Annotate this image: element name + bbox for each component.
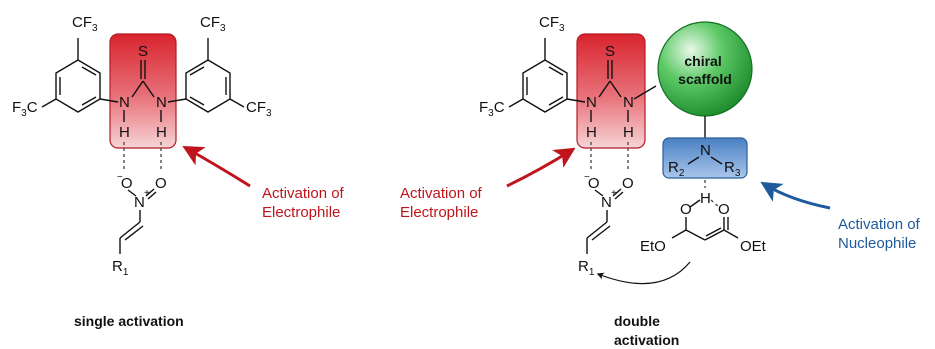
electrophile-label-left: Activation of Electrophile (262, 185, 348, 221)
chiral-scaffold-label: chiral scaffold (678, 53, 732, 87)
svg-text:+: + (144, 188, 150, 199)
aryl-ring-right (508, 38, 586, 113)
r1-left: R1 (112, 258, 129, 278)
svg-text:O: O (718, 201, 730, 218)
svg-text:O: O (680, 201, 692, 218)
f3c-label-right-panel: F3C (479, 99, 505, 119)
thiourea-highlight-box (109, 33, 177, 149)
nucleophilic-attack-arrow (596, 261, 691, 285)
cf3-label-top-left: CF3 (72, 14, 98, 34)
cf3-label-top-right: CF3 (200, 14, 226, 34)
single-activation-panel: CF3 F3C S N N H H CF3 (12, 14, 348, 329)
chiral-scaffold-sphere (657, 21, 753, 117)
diethyl-malonate-enol: O H O (671, 190, 739, 241)
single-activation-caption: single activation (74, 313, 184, 329)
svg-text:−O: −O (584, 172, 600, 192)
svg-text:N: N (134, 194, 145, 211)
r3-group: R3 (724, 159, 741, 179)
cf3-label-right: CF3 (246, 99, 272, 119)
eto-group: EtO (640, 238, 666, 255)
nitrogen-left: N (119, 94, 130, 111)
electrophile-arrow-right (506, 147, 576, 188)
thiourea-core-right (598, 60, 657, 100)
electrophile-arrow-left (182, 145, 251, 188)
svg-text:N: N (601, 194, 612, 211)
hydrogen-left-right-panel: H (586, 124, 597, 141)
thiourea-core (131, 60, 155, 98)
nitrogen-right: N (156, 94, 167, 111)
r1-right: R1 (578, 258, 595, 278)
svg-text:H: H (700, 190, 711, 207)
hydrogen-right-right-panel: H (623, 124, 634, 141)
r2-group: R2 (668, 159, 685, 179)
double-activation-panel: CF3 F3C S N N H H chiral scaffold N (400, 14, 924, 348)
nitrogen-left-right-panel: N (586, 94, 597, 111)
f3c-label-left: F3C (12, 99, 38, 119)
double-activation-caption: double activation (614, 313, 679, 348)
right-aryl-ring (167, 38, 245, 113)
nucleophile-label: Activation of Nucleophile (838, 216, 924, 252)
svg-text:O: O (622, 175, 634, 192)
nitroalkene: −O O N + (117, 172, 167, 254)
oet-group: OEt (740, 238, 767, 255)
svg-text:−O: −O (117, 172, 133, 192)
nitrogen-right-right-panel: N (623, 94, 634, 111)
hydrogen-right: H (156, 124, 167, 141)
amine-nitrogen: N (700, 142, 711, 159)
sulfur-atom-right: S (605, 43, 615, 60)
left-aryl-ring (41, 38, 119, 113)
amine-highlight-box (662, 137, 748, 179)
hydrogen-left: H (119, 124, 130, 141)
svg-text:+: + (611, 188, 617, 199)
electrophile-label-right: Activation of Electrophile (400, 185, 486, 221)
sulfur-atom: S (138, 43, 148, 60)
nucleophile-arrow (760, 181, 831, 210)
nitroalkene-right: −O O N + (584, 172, 634, 254)
cf3-label-top-right-panel: CF3 (539, 14, 565, 34)
svg-text:O: O (155, 175, 167, 192)
